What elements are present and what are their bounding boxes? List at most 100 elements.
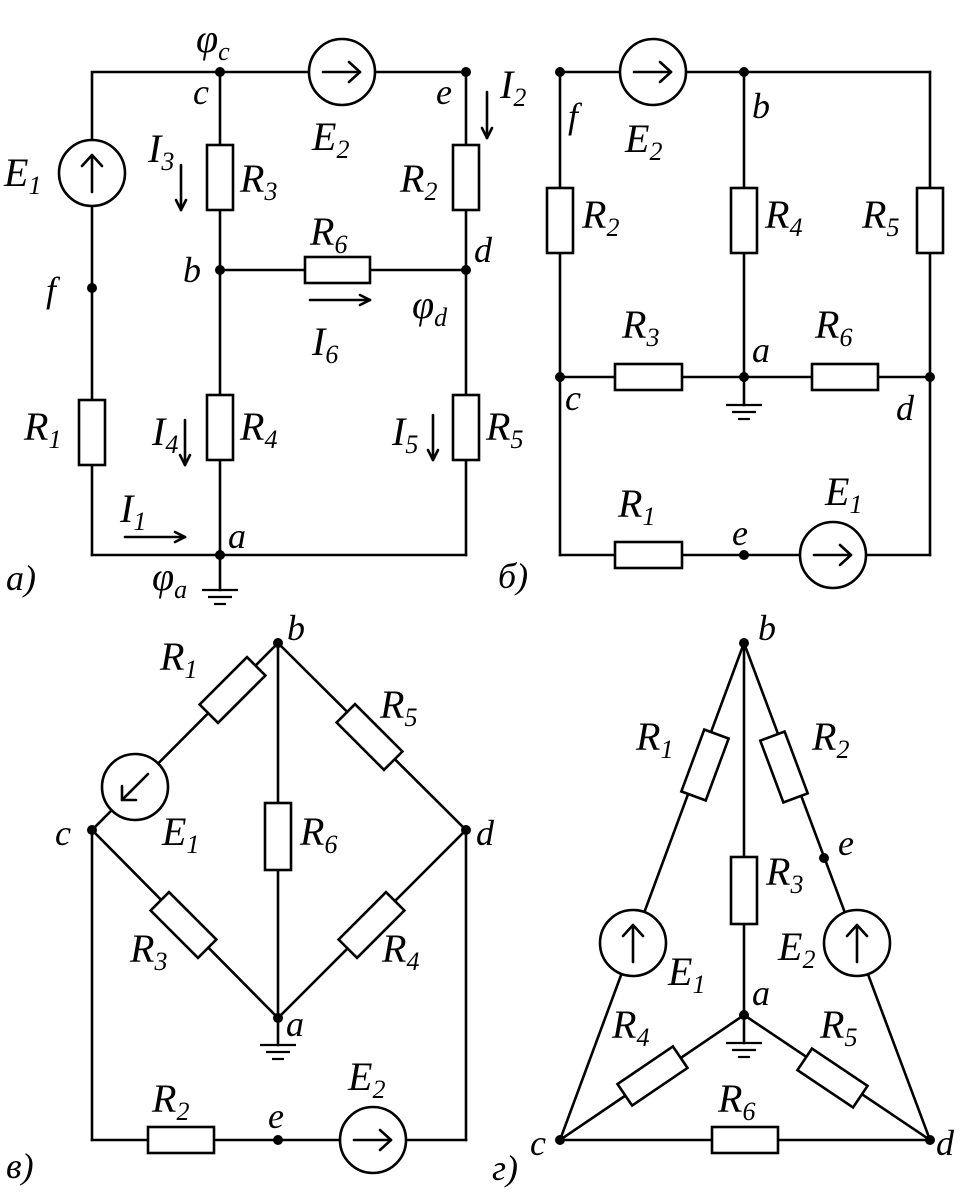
junction-b xyxy=(739,638,749,648)
label-r6: R6 xyxy=(299,809,337,859)
node-label-c: c xyxy=(193,72,209,112)
node-label-e: e xyxy=(436,72,452,112)
resistor-r4 xyxy=(615,1044,690,1108)
junction-d xyxy=(925,372,935,382)
circuit-panel-c: R1 R5 E1 R6 R3 R4 R2 E2 b c d a e в) xyxy=(6,608,495,1186)
resistor-r5 xyxy=(795,1046,870,1110)
label-e1: E1 xyxy=(3,150,41,200)
label-r4: R4 xyxy=(764,192,802,242)
resistor-r1 xyxy=(679,727,731,803)
label-r1: R1 xyxy=(635,714,673,764)
resistor-r3 xyxy=(205,143,235,212)
node-label-a: a xyxy=(752,330,770,370)
ground-symbol xyxy=(260,1043,296,1061)
junction-e xyxy=(739,550,749,560)
node-label-b: b xyxy=(752,86,770,126)
label-e1: E1 xyxy=(824,469,862,519)
resistor-r3 xyxy=(148,890,219,960)
current-arrows xyxy=(123,90,494,544)
label-r6: R6 xyxy=(309,209,347,259)
circuit-panel-a: E1 E2 R1 R2 R3 R4 R5 R6 I1 I2 I3 I4 I5 I… xyxy=(3,16,526,606)
circuit-panel-b: E2 E1 R2 R4 R5 R3 R6 R1 f b c a d e б) xyxy=(498,37,945,596)
junction-c xyxy=(555,372,565,382)
junction-c xyxy=(87,825,97,835)
label-r2: R2 xyxy=(811,714,849,764)
label-r5: R5 xyxy=(819,1002,857,1052)
node-label-b: b xyxy=(183,250,201,290)
resistor-r2 xyxy=(545,186,575,255)
panel-b-wires xyxy=(558,70,932,557)
label-r2: R2 xyxy=(581,192,619,242)
junction-a xyxy=(273,1013,283,1023)
source-e2 xyxy=(618,37,688,107)
junction-c xyxy=(555,1135,565,1145)
junction-c xyxy=(215,67,225,77)
label-r1: R1 xyxy=(159,634,197,684)
node-label-c: c xyxy=(565,378,581,418)
ground-symbol xyxy=(202,588,238,606)
resistor-r6 xyxy=(303,255,372,285)
node-label-a: a xyxy=(228,516,246,556)
node-label-e: e xyxy=(268,1096,284,1136)
label-r5: R5 xyxy=(379,682,417,732)
node-label-e: e xyxy=(838,823,854,863)
resistor-r4 xyxy=(729,186,759,255)
label-i4: I4 xyxy=(151,409,178,459)
junction-a xyxy=(739,372,749,382)
resistor-r5 xyxy=(915,186,945,255)
source-e2 xyxy=(822,908,892,978)
label-r4: R4 xyxy=(239,404,277,454)
resistor-r6 xyxy=(263,801,293,872)
junction-e xyxy=(273,1135,283,1145)
label-phi-a: φa xyxy=(152,554,187,604)
source-e1 xyxy=(798,520,868,590)
label-r5: R5 xyxy=(485,404,523,454)
label-r1: R1 xyxy=(23,404,61,454)
node-label-d: d xyxy=(896,388,915,428)
ground-symbol xyxy=(726,1041,762,1059)
junction-a xyxy=(215,550,225,560)
resistor-r1 xyxy=(77,398,107,467)
label-r3: R3 xyxy=(621,302,659,352)
label-i3: I3 xyxy=(147,126,174,176)
node-label-d: d xyxy=(936,1123,955,1163)
label-i1: I1 xyxy=(119,486,146,536)
junction-b xyxy=(215,265,225,275)
label-r3: R3 xyxy=(129,926,167,976)
label-e2: E2 xyxy=(624,116,662,166)
resistor-r1 xyxy=(197,655,268,725)
resistor-r5 xyxy=(451,393,481,462)
label-r4: R4 xyxy=(381,926,419,976)
node-label-d: d xyxy=(476,813,495,853)
label-e2: E2 xyxy=(347,1054,385,1104)
node-label-e: e xyxy=(732,513,748,553)
junction-e xyxy=(461,67,471,77)
junction-d xyxy=(461,265,471,275)
junction-a xyxy=(739,1010,749,1020)
node-label-b: b xyxy=(758,608,776,648)
node-label-a: a xyxy=(286,1004,304,1044)
junction-b xyxy=(273,638,283,648)
resistor-r2 xyxy=(758,729,810,805)
source-e1 xyxy=(598,908,668,978)
label-r6: R6 xyxy=(717,1076,755,1126)
node-label-d: d xyxy=(474,230,493,270)
label-r5: R5 xyxy=(861,192,899,242)
label-phi-d: φd xyxy=(412,282,448,332)
label-e1: E1 xyxy=(667,949,705,999)
junction-e xyxy=(819,853,829,863)
resistor-r6 xyxy=(810,362,880,392)
ground-symbol xyxy=(726,403,762,421)
node-label-b: b xyxy=(287,608,305,648)
label-r6: R6 xyxy=(814,302,852,352)
label-i5: I5 xyxy=(391,409,418,459)
resistor-r3 xyxy=(729,855,759,926)
label-r1: R1 xyxy=(617,481,655,531)
label-r2: R2 xyxy=(399,156,437,206)
resistor-r3 xyxy=(613,362,684,392)
source-e2 xyxy=(307,37,377,107)
node-label-c: c xyxy=(55,813,71,853)
panel-tag-d: г) xyxy=(492,1148,518,1188)
source-e1 xyxy=(100,752,170,822)
